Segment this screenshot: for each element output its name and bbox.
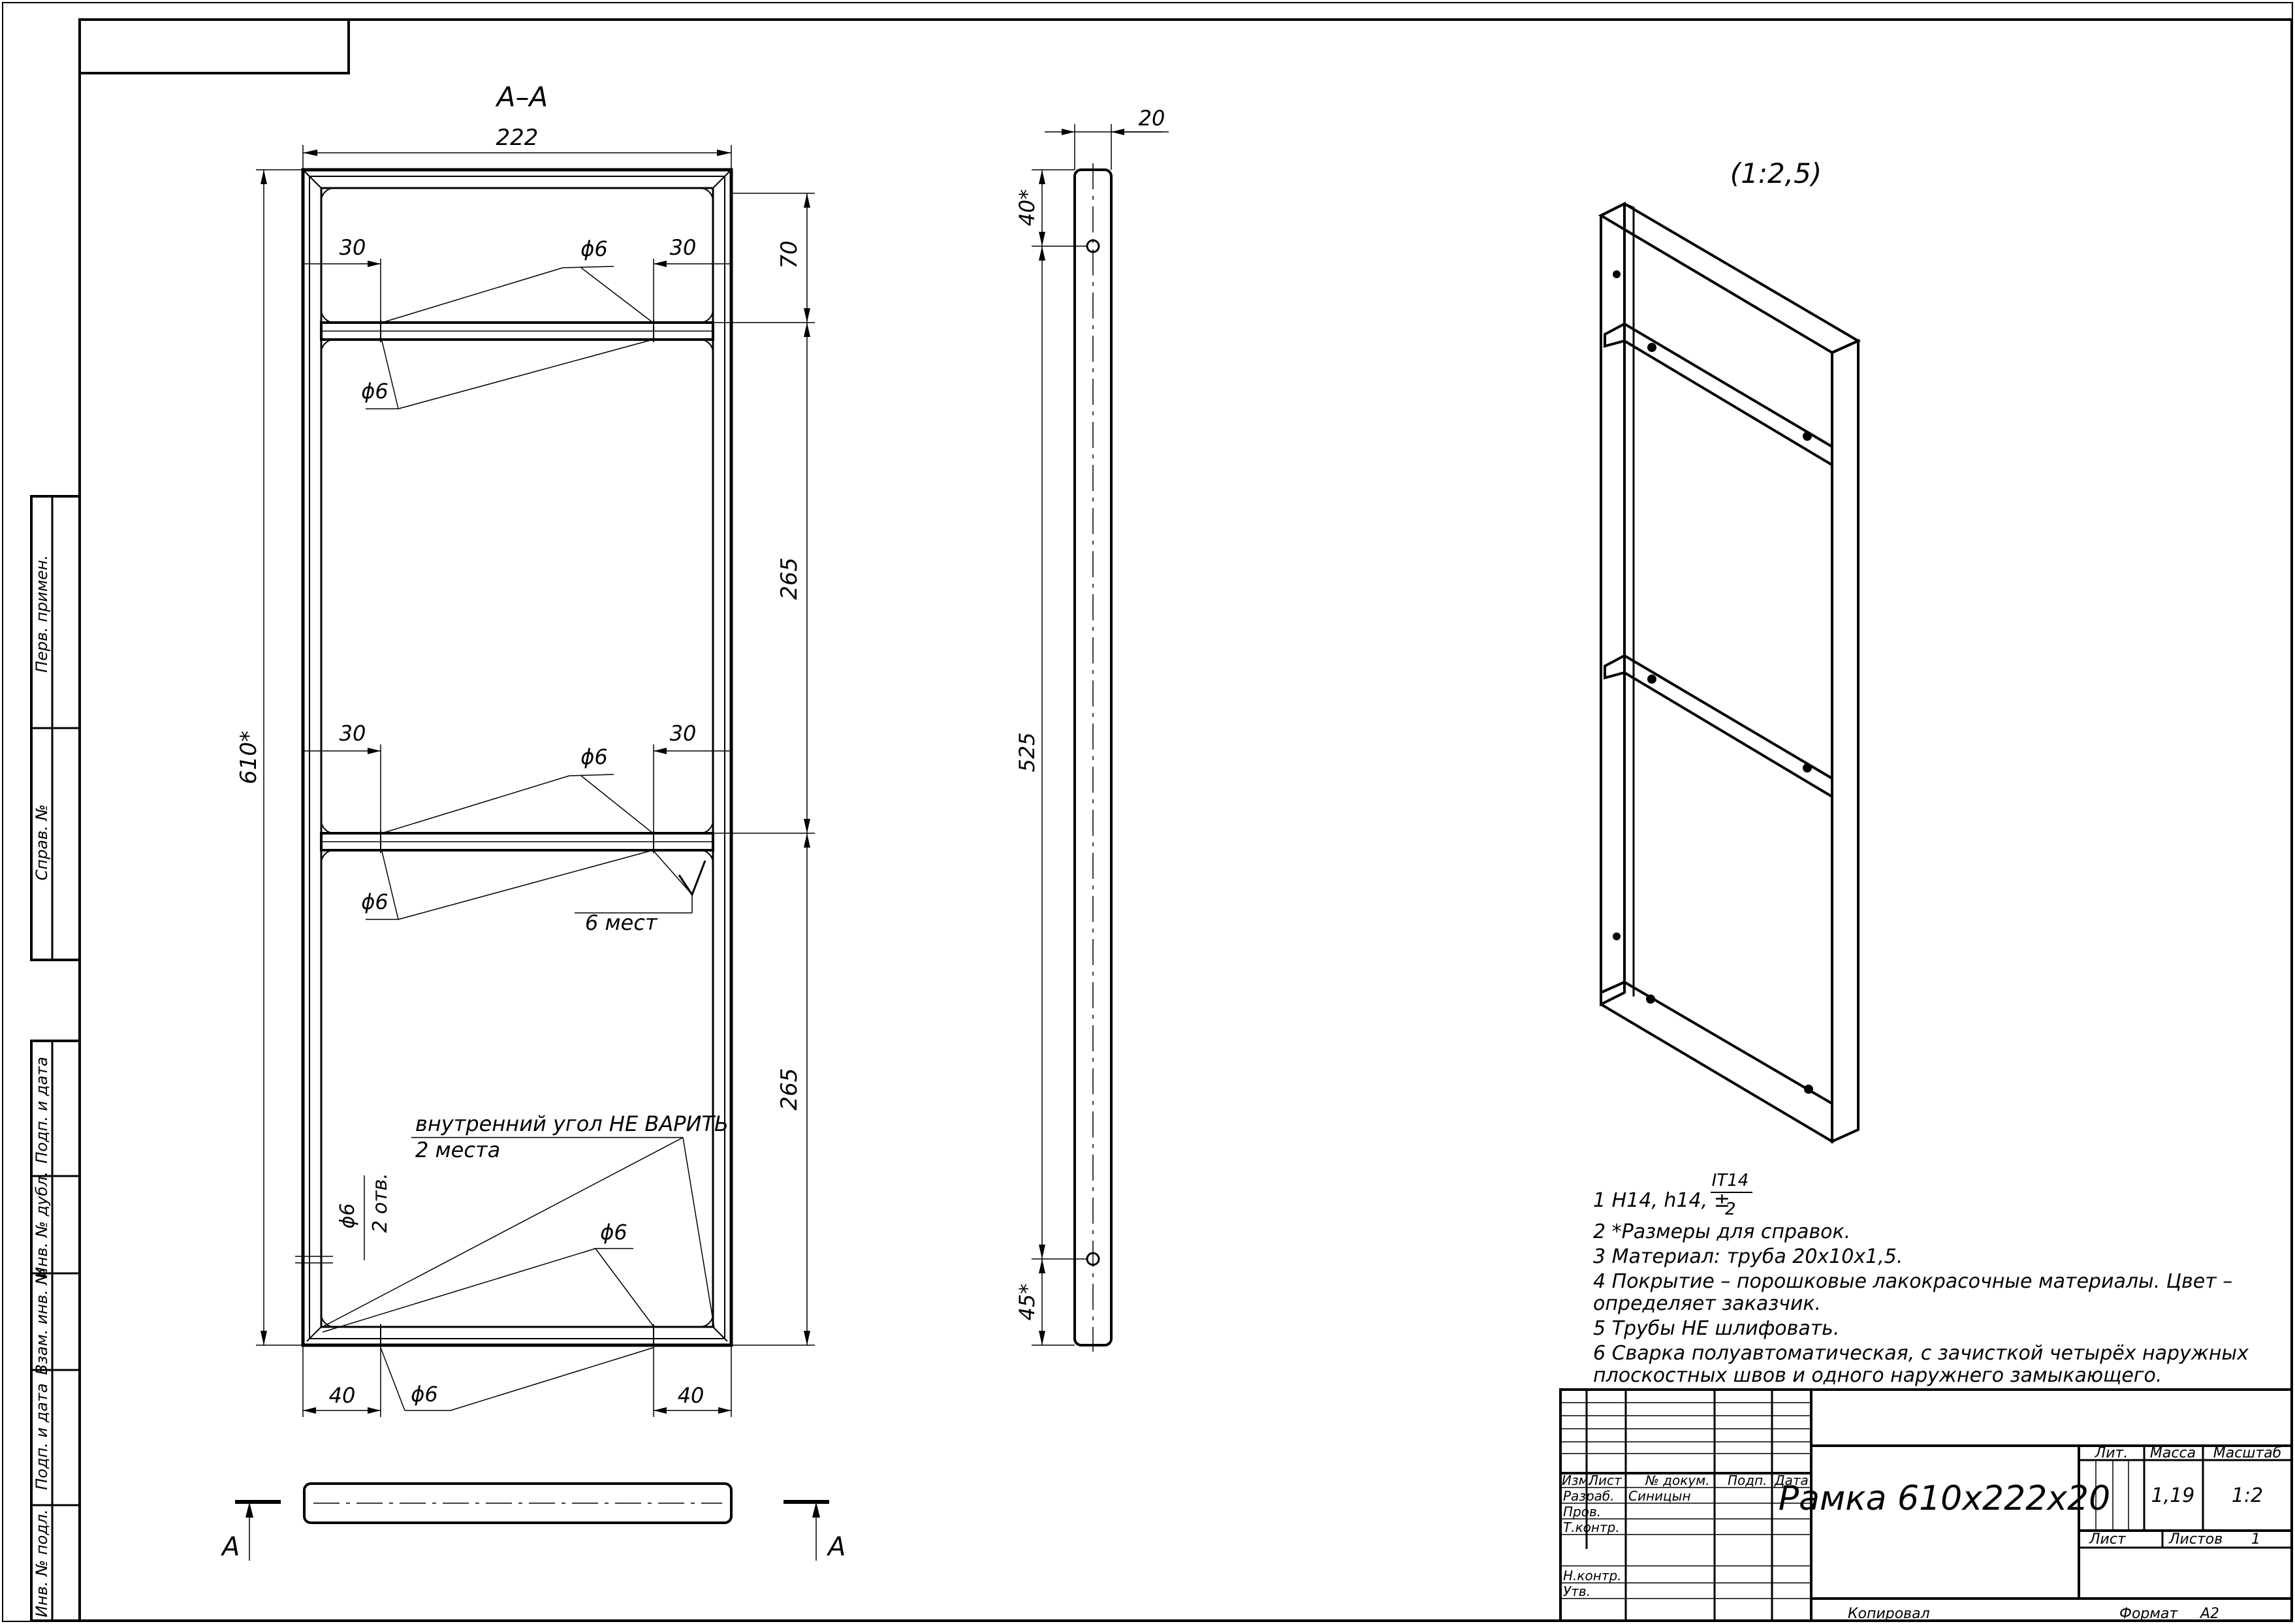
note-3: 3 Материал: труба 20х10х1,5. bbox=[1593, 1245, 1903, 1268]
strip-label-vzam: Взам. инв. № bbox=[33, 1269, 51, 1375]
tb-title: Рамка 610х222х20 bbox=[1779, 1479, 2110, 1518]
tb-razrab: Разраб. bbox=[1563, 1488, 1615, 1504]
dim-30-right-mid: 30 bbox=[670, 721, 697, 746]
two-places-note: 2 места bbox=[415, 1138, 500, 1162]
dim-265-bottom: 265 bbox=[776, 1068, 802, 1111]
phi6-bottom: ϕ6 bbox=[411, 1382, 437, 1407]
strip-label-perv: Перв. примен. bbox=[33, 555, 51, 673]
note-5: 5 Трубы НЕ шлифовать. bbox=[1593, 1317, 1839, 1340]
dim-70: 70 bbox=[776, 240, 802, 268]
dim-30-left-mid: 30 bbox=[340, 721, 366, 746]
isometric-view: (1:2,5) bbox=[1598, 157, 1861, 1144]
strip-label-invpodl: Инв. № подл. bbox=[33, 1509, 51, 1617]
dim-40-left: 40 bbox=[329, 1383, 356, 1408]
strip-label-podp2: Подп. и дата bbox=[33, 1383, 51, 1490]
phi6-mid-1: ϕ6 bbox=[580, 744, 607, 769]
strip-label-invdubl: Инв. № дубл. bbox=[33, 1171, 51, 1279]
technical-notes: 1 H14, h14, ± IT14 2 2 *Размеры для спра… bbox=[1593, 1171, 2249, 1387]
tb-sheets: Листов bbox=[2168, 1531, 2223, 1548]
title-block: Изм. Лист № докум. Подп. Дата Разраб. Си… bbox=[1559, 1388, 2293, 1622]
note-4a: 4 Покрытие – порошковые лакокрасочные ма… bbox=[1593, 1270, 2232, 1293]
note-1: 1 H14, h14, ± bbox=[1593, 1189, 1730, 1212]
tb-tkontr: Т.контр. bbox=[1563, 1520, 1620, 1535]
strip-label-sprav: Справ. № bbox=[33, 804, 51, 881]
iso-scale-note: (1:2,5) bbox=[1730, 157, 1822, 189]
tb-data: Дата bbox=[1774, 1473, 1809, 1488]
tb-mass-val: 1,19 bbox=[2151, 1484, 2195, 1507]
tb-utv: Утв. bbox=[1563, 1584, 1591, 1599]
tb-sheet: Лист bbox=[2089, 1531, 2127, 1548]
section-mark-left: А bbox=[220, 1532, 240, 1562]
dim-610: 610* bbox=[236, 731, 262, 784]
note-1-num: IT14 bbox=[1712, 1171, 1749, 1190]
tb-format: Формат bbox=[2119, 1606, 2178, 1622]
tb-ndoc: № докум. bbox=[1645, 1473, 1710, 1488]
inner-corner-note: внутренний угол НЕ ВАРИТЬ bbox=[415, 1111, 729, 1136]
side-dim-40: 40* bbox=[1015, 189, 1039, 227]
view-aa: А–А 222 bbox=[236, 81, 815, 1417]
phi6-top-1: ϕ6 bbox=[580, 236, 607, 261]
strip-label-podp1: Подп. и дата bbox=[33, 1057, 51, 1164]
dim-40-right: 40 bbox=[678, 1383, 704, 1408]
tb-massa: Масса bbox=[2150, 1445, 2196, 1461]
tb-podp: Подп. bbox=[1728, 1473, 1767, 1488]
dim-222: 222 bbox=[496, 125, 539, 151]
side-dim-525: 525 bbox=[1015, 732, 1039, 772]
tb-format-val: A2 bbox=[2199, 1606, 2219, 1622]
dim-265-top: 265 bbox=[776, 558, 802, 600]
bottom-tube-view: А А bbox=[220, 1482, 846, 1562]
note-2: 2 *Размеры для справок. bbox=[1593, 1220, 1850, 1243]
phi6-bottom-right: ϕ6 bbox=[600, 1220, 627, 1245]
note-4b: определяет заказчик. bbox=[1593, 1292, 1821, 1315]
side-view: 20 40* 525 45* bbox=[1015, 106, 1169, 1352]
tb-lit: Лит. bbox=[2095, 1445, 2129, 1461]
six-places-note: 6 мест bbox=[585, 910, 658, 935]
section-mark-right: А bbox=[826, 1532, 846, 1562]
left-strip: Перв. примен. Справ. № Подп. и дата Инв.… bbox=[30, 495, 81, 1622]
tb-razrab-name: Синицын bbox=[1628, 1488, 1691, 1504]
tb-izm: Изм. bbox=[1562, 1473, 1592, 1488]
tb-prov: Пров. bbox=[1563, 1504, 1601, 1520]
tb-masshtab: Масштаб bbox=[2213, 1445, 2282, 1461]
phi6-left: ϕ6 bbox=[336, 1203, 359, 1229]
tb-sheets-val: 1 bbox=[2251, 1531, 2260, 1548]
dim-30-right-top: 30 bbox=[670, 235, 697, 260]
tb-kopiroval: Копировал bbox=[1848, 1606, 1930, 1622]
tb-list: Лист bbox=[1588, 1473, 1622, 1488]
phi6-top-2: ϕ6 bbox=[361, 379, 388, 404]
note-6a: 6 Сварка полуавтоматическая, с зачисткой… bbox=[1593, 1342, 2249, 1365]
section-label: А–А bbox=[495, 81, 548, 113]
dim-30-left-top: 30 bbox=[340, 235, 366, 260]
two-holes-note: 2 отв. bbox=[369, 1173, 392, 1233]
tb-nkontr: Н.контр. bbox=[1563, 1568, 1622, 1584]
side-dim-45: 45* bbox=[1015, 1284, 1039, 1321]
note-1-den: 2 bbox=[1725, 1200, 1736, 1219]
top-left-doc-box bbox=[78, 18, 350, 74]
tb-scale-val: 1:2 bbox=[2232, 1484, 2263, 1507]
note-6b: плоскостных швов и одного наружнего замы… bbox=[1593, 1364, 2162, 1387]
phi6-mid-2: ϕ6 bbox=[361, 889, 388, 914]
side-dim-20: 20 bbox=[1139, 106, 1165, 131]
